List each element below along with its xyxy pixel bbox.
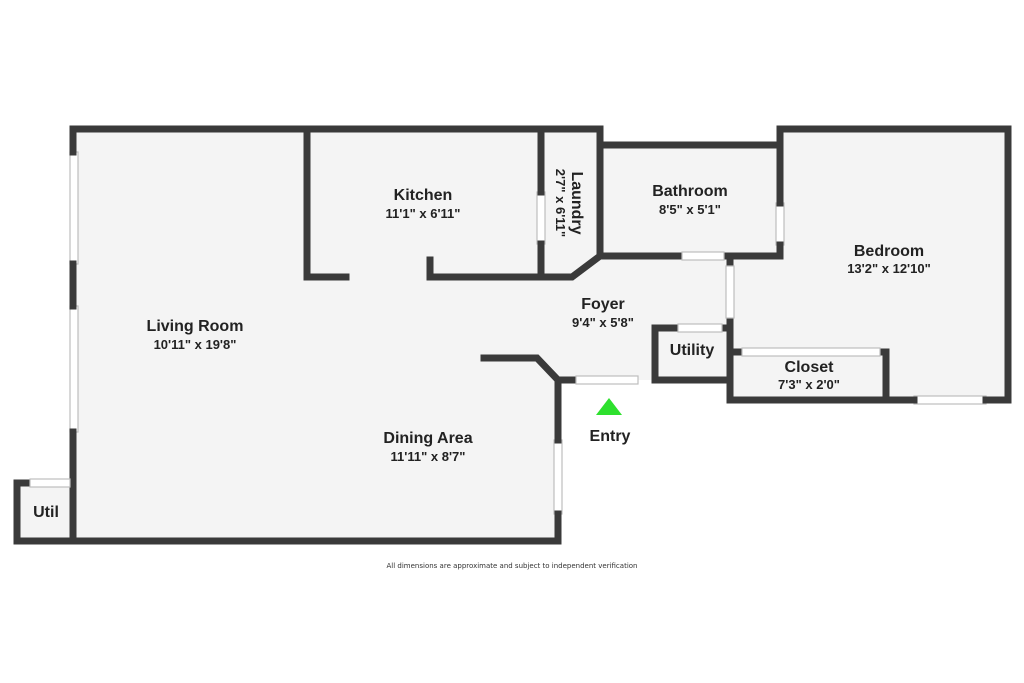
wall-kitchen-bottom: [426, 240, 545, 281]
bathroom-dims: 8'5" x 5'1": [659, 202, 721, 217]
closet-name: Closet: [785, 359, 835, 376]
room-labels: Kitchen 11'1" x 6'11" Laundry 2'7" x 6'1…: [33, 169, 931, 521]
laundry-name: Laundry: [568, 171, 585, 234]
opening-closet: [741, 347, 881, 357]
kitchen-name: Kitchen: [394, 187, 453, 204]
closet-dims: 7'3" x 2'0": [778, 377, 840, 392]
foyer-name: Foyer: [581, 296, 625, 313]
utility-name: Utility: [670, 342, 715, 359]
window-laundry: [536, 191, 546, 245]
foyer-dims: 9'4" x 5'8": [572, 315, 634, 330]
living-room-dims: 10'11" x 19'8": [154, 337, 237, 352]
opening-entry: [575, 375, 639, 385]
opening-foyer-right: [725, 265, 735, 319]
window-bath-right: [775, 202, 785, 246]
wall-kitchen-left: [303, 125, 350, 281]
wall-utility: [651, 324, 682, 384]
wall-closet-right: [876, 348, 890, 404]
wall-bottom: [13, 479, 562, 545]
window-living-mid: [69, 305, 79, 433]
wall-bath-bottom-right: [720, 241, 784, 260]
walls: [13, 125, 1012, 545]
bedroom-name: Bedroom: [854, 243, 924, 260]
wall-outer-bedroom-bottom: [651, 376, 918, 404]
dining-area-dims: 11'11" x 8'7": [391, 449, 466, 464]
wall-entry-left: [480, 354, 580, 384]
entry-label: Entry: [590, 428, 631, 445]
window-dining: [553, 439, 563, 515]
window-living-top: [69, 151, 79, 265]
laundry-label-group: Laundry 2'7" x 6'11": [553, 169, 585, 237]
dining-area-name: Dining Area: [383, 430, 472, 447]
wall-laundry-bottom: [537, 141, 604, 281]
living-room-name: Living Room: [147, 318, 244, 335]
opening-utility: [677, 323, 723, 333]
bedroom-dims: 13'2" x 12'10": [847, 261, 931, 276]
disclaimer-text: All dimensions are approximate and subje…: [386, 562, 638, 570]
openings: [29, 251, 881, 488]
util-name: Util: [33, 504, 59, 521]
laundry-dims: 2'7" x 6'11": [553, 169, 568, 237]
floors: [17, 131, 1008, 541]
opening-bath: [681, 251, 725, 261]
wall-outer-top: [69, 125, 1012, 404]
bathroom-name: Bathroom: [652, 183, 728, 200]
window-bedroom: [913, 395, 987, 405]
opening-util: [29, 478, 71, 488]
kitchen-dims: 11'1" x 6'11": [386, 206, 461, 221]
util-floor: [17, 483, 75, 541]
triangle-up-icon: [596, 398, 622, 415]
